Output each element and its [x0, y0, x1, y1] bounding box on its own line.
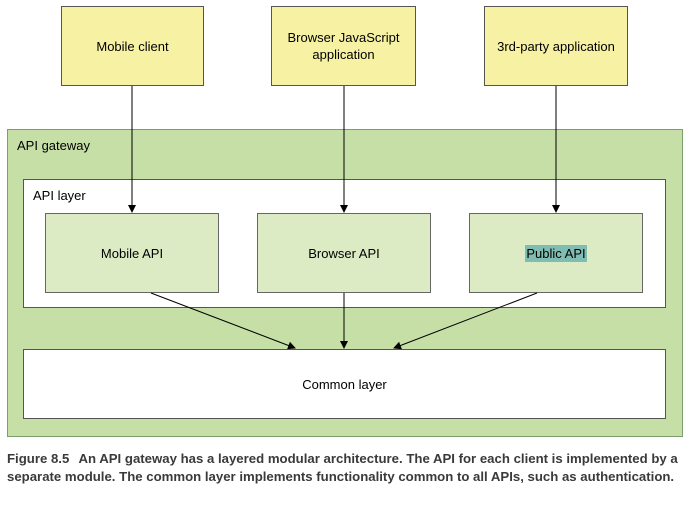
- figure-caption-text: An API gateway has a layered modular arc…: [7, 451, 678, 484]
- browser-api-box: Browser API: [257, 213, 431, 293]
- mobile-api-box: Mobile API: [45, 213, 219, 293]
- mobile-api-label: Mobile API: [100, 245, 164, 261]
- common-layer-label: Common layer: [302, 376, 387, 392]
- browser-api-label: Browser API: [308, 245, 380, 261]
- public-api-box: Public API: [469, 213, 643, 293]
- third-party-client-box: 3rd-party application: [484, 6, 628, 86]
- figure-number: Figure 8.5: [7, 451, 70, 466]
- figure-caption: Figure 8.5 An API gateway has a layered …: [7, 450, 683, 486]
- mobile-client-label: Mobile client: [96, 38, 169, 54]
- third-party-client-label: 3rd-party application: [497, 38, 615, 54]
- browser-client-box: Browser JavaScript application: [271, 6, 416, 86]
- common-layer-box: Common layer: [23, 349, 666, 419]
- browser-client-label: Browser JavaScript application: [287, 30, 400, 62]
- api-layer-label: API layer: [33, 188, 86, 203]
- public-api-label: Public API: [525, 244, 587, 262]
- mobile-client-box: Mobile client: [61, 6, 204, 86]
- api-gateway-label: API gateway: [17, 138, 90, 153]
